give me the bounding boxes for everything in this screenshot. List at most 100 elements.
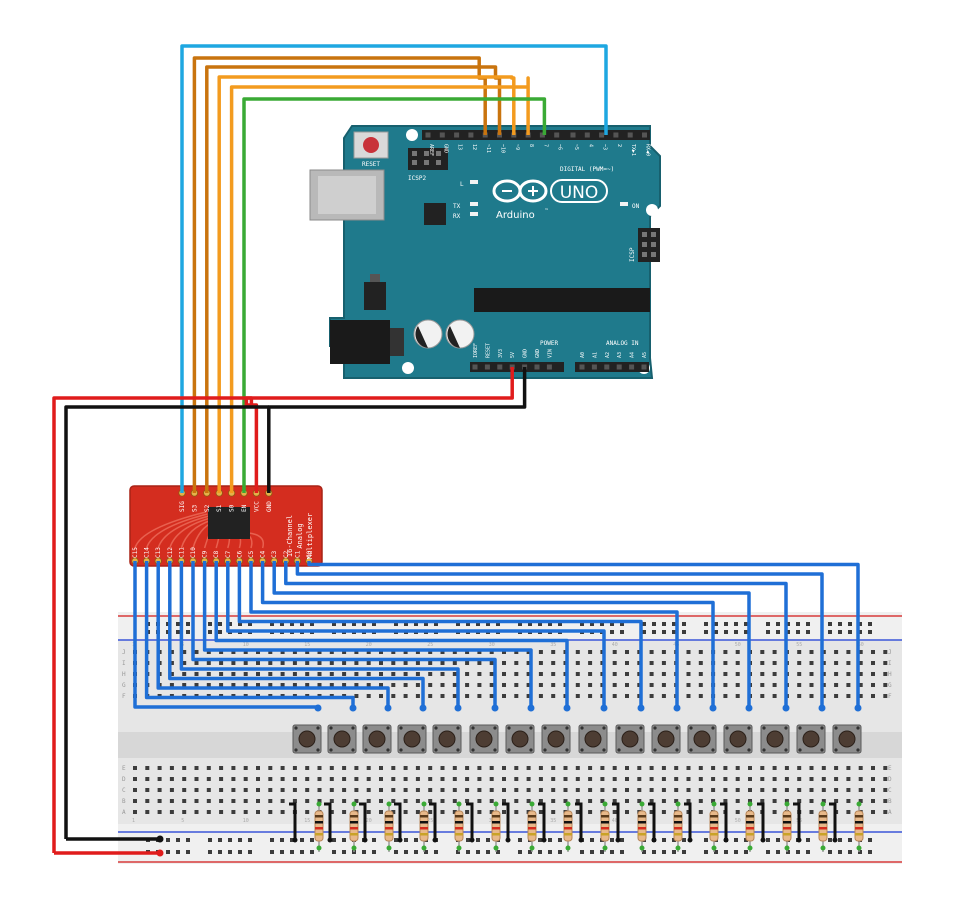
push-button-cap[interactable] <box>621 730 639 748</box>
push-button-cap[interactable] <box>547 730 565 748</box>
resistor-band <box>455 821 463 824</box>
breadboard-hole <box>182 777 187 781</box>
resistor-end <box>747 845 753 851</box>
wire-end <box>156 835 164 843</box>
push-button-cap[interactable] <box>333 730 351 748</box>
breadboard-hole <box>208 850 212 854</box>
digital-pin-hole[interactable] <box>642 132 647 138</box>
icsp2-pin <box>412 160 417 165</box>
breadboard-hole <box>280 777 285 781</box>
resistor-end <box>351 801 357 807</box>
reset-button-cap[interactable] <box>363 137 379 153</box>
resistor-band <box>315 815 323 818</box>
digital-pin-hole[interactable] <box>570 132 576 138</box>
power-pin-hole[interactable] <box>472 364 478 370</box>
digital-pin-hole[interactable] <box>468 132 474 138</box>
analog-pin-hole[interactable] <box>579 364 585 370</box>
breadboard-hole <box>372 850 376 854</box>
breadboard-hole <box>476 850 480 854</box>
digital-pin-label: ~5 <box>573 144 579 150</box>
push-button-cap[interactable] <box>693 730 711 748</box>
breadboard-hole <box>661 672 666 676</box>
digital-pin-hole[interactable] <box>584 132 590 138</box>
push-button-cap[interactable] <box>438 730 456 748</box>
breadboard-hole <box>735 661 740 665</box>
breadboard-hole <box>256 810 260 814</box>
breadboard-hole <box>575 672 580 676</box>
power-pin-hole[interactable] <box>484 364 490 370</box>
button-corner <box>820 748 824 752</box>
push-button-cap[interactable] <box>729 730 747 748</box>
breadboard-hole <box>317 788 322 792</box>
breadboard-hole <box>176 850 180 854</box>
digital-pin-hole[interactable] <box>454 132 460 138</box>
push-button-cap[interactable] <box>368 730 386 748</box>
digital-pin-hole[interactable] <box>554 132 560 138</box>
digital-pin-hole[interactable] <box>539 132 545 138</box>
wire-end <box>563 704 571 712</box>
button-corner <box>421 726 425 730</box>
ground-jumper-end <box>541 837 547 843</box>
power-pin-hole[interactable] <box>546 364 552 370</box>
breadboard-hole <box>848 838 852 842</box>
digital-pin-hole[interactable] <box>627 132 633 138</box>
breadboard-hole <box>502 788 506 792</box>
breadboard-hole <box>612 661 617 665</box>
digital-label: DIGITAL (PWM=~) <box>560 166 614 173</box>
resistor-band <box>420 821 428 824</box>
push-button-cap[interactable] <box>298 730 316 748</box>
resistor-band <box>420 833 428 836</box>
push-button-cap[interactable] <box>802 730 820 748</box>
push-button-cap[interactable] <box>838 730 856 748</box>
analog-pin-hole[interactable] <box>591 364 597 370</box>
power-pin-hole[interactable] <box>497 364 503 370</box>
breadboard-hole <box>834 777 839 781</box>
breadboard-hole <box>797 672 802 676</box>
analog-pin-hole[interactable] <box>604 364 610 370</box>
breadboard-hole <box>760 694 765 698</box>
breadboard-hole <box>292 672 297 676</box>
analog-pin-hole[interactable] <box>641 364 647 370</box>
digital-pin-hole[interactable] <box>439 132 445 138</box>
breadboard-hole <box>538 766 543 770</box>
icsp-pin <box>651 252 656 257</box>
mux-bottom-pin-label: C8 <box>213 550 220 558</box>
button-corner <box>653 726 657 730</box>
breadboard-hole <box>838 850 842 854</box>
button-corner <box>565 726 569 730</box>
digital-pin-hole[interactable] <box>599 132 605 138</box>
breadboard-hole <box>280 672 285 676</box>
breadboard-hole <box>379 810 383 814</box>
resistor-band <box>350 821 358 824</box>
push-button-cap[interactable] <box>657 730 675 748</box>
analog-pin-hole[interactable] <box>629 364 635 370</box>
button-corner <box>529 748 533 752</box>
breadboard-hole <box>366 799 371 803</box>
breadboard-hole <box>182 683 187 687</box>
digital-pin-hole[interactable] <box>425 132 431 138</box>
breadboard-hole <box>440 683 445 687</box>
ground-jumper-end <box>432 837 438 843</box>
power-pin-hole[interactable] <box>534 364 540 370</box>
analog-pin-hole[interactable] <box>616 364 622 370</box>
push-button-cap[interactable] <box>475 730 493 748</box>
resistor-band <box>601 827 609 830</box>
breadboard-hole <box>305 672 310 676</box>
breadboard-hole <box>466 838 470 842</box>
breadboard-hole <box>354 650 359 654</box>
ground-jumper <box>684 802 692 840</box>
breadboard-hole <box>440 661 445 665</box>
push-button-cap[interactable] <box>511 730 529 748</box>
wire-gnd-rail <box>64 405 269 839</box>
breadboard-hole <box>649 672 654 676</box>
power-label: POWER <box>540 340 558 347</box>
push-button-cap[interactable] <box>584 730 602 748</box>
wire-channel <box>284 561 788 708</box>
breadboard-hole <box>182 661 187 665</box>
resistor-band <box>783 815 791 818</box>
breadboard-hole <box>735 799 740 803</box>
push-button-cap[interactable] <box>403 730 421 748</box>
digital-pin-hole[interactable] <box>613 132 619 138</box>
digital-pin-label: 13 <box>457 144 463 150</box>
push-button-cap[interactable] <box>766 730 784 748</box>
